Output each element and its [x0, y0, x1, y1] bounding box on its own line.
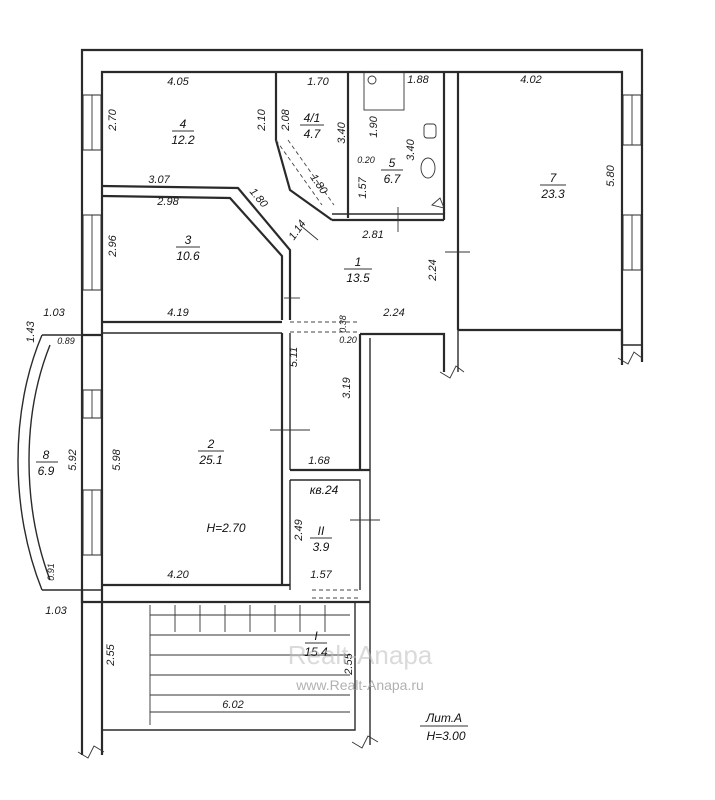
building-height-label: H=3.00	[426, 729, 465, 743]
dim-4-20: 4.20	[167, 569, 189, 581]
dim-1-68: 1.68	[308, 455, 330, 467]
walls	[17, 48, 644, 759]
room-area: 10.6	[176, 249, 200, 263]
room-area: 15.4	[304, 645, 328, 659]
room-area: 25.1	[198, 453, 222, 467]
room-4: 4 12.2	[171, 117, 195, 147]
dim-1-03-a: 1.03	[43, 307, 65, 319]
dim-0-20-a: 0.20	[357, 155, 375, 165]
dim-2-96: 2.96	[107, 234, 119, 257]
building-label: Лит.А	[425, 711, 462, 725]
dim-5-98: 5.98	[111, 448, 123, 470]
watermark-url: www.Realt-Anapa.ru	[295, 677, 424, 693]
dim-2-24-a: 2.24	[427, 259, 439, 281]
room-number: 1	[355, 255, 362, 269]
room-number: II	[318, 524, 325, 538]
dim-1-57-b: 1.57	[310, 569, 332, 581]
dim-3-40-b: 3.40	[405, 138, 417, 160]
room-1: 1 13.5	[344, 255, 372, 285]
room-II: II 3.9	[310, 524, 332, 554]
dim-0-89: 0.89	[57, 336, 75, 346]
dim-4-02: 4.02	[520, 74, 541, 86]
dim-1-03-b: 1.03	[45, 605, 67, 617]
room-area: 13.5	[346, 271, 370, 285]
dim-3-19: 3.19	[341, 377, 353, 398]
dim-1-57-a: 1.57	[357, 176, 369, 198]
dim-3-40-a: 3.40	[336, 121, 348, 143]
room-I: I 15.4	[304, 629, 328, 659]
dim-3-07: 3.07	[148, 174, 170, 186]
dim-1-88: 1.88	[407, 74, 429, 86]
room-area: 3.9	[313, 540, 330, 554]
dim-2-81: 2.81	[361, 229, 383, 241]
room-number: 3	[185, 233, 192, 247]
dim-5-92: 5.92	[67, 449, 79, 470]
room-number: 7	[550, 171, 558, 185]
dim-1-80-b: 1.80	[307, 172, 330, 197]
dim-2-49: 2.49	[293, 519, 305, 541]
dim-0-91: 0.91	[46, 563, 56, 581]
room-4-1: 4/1 4.7	[300, 111, 324, 141]
staircase	[149, 605, 350, 725]
dim-1-14: 1.14	[286, 218, 308, 242]
dim-2-70: 2.70	[107, 108, 119, 131]
dim-2-55-a: 2.55	[105, 643, 117, 666]
dim-0-20-b: 0.20	[339, 335, 357, 345]
room-number: 4	[180, 117, 187, 131]
room-7: 7 23.3	[540, 171, 566, 201]
room-number: 4/1	[304, 111, 321, 125]
apartment-label: кв.24	[310, 483, 339, 497]
dim-2-08: 2.08	[280, 108, 292, 131]
room-3: 3 10.6	[176, 233, 200, 263]
room-5: 5 6.7	[381, 156, 403, 186]
room-area: 4.7	[304, 127, 322, 141]
dim-2-98: 2.98	[156, 196, 179, 208]
dim-1-70: 1.70	[307, 76, 329, 88]
dim-2-10: 2.10	[256, 108, 268, 131]
dim-0-38: 0.38	[338, 315, 348, 333]
room-area: 12.2	[171, 133, 195, 147]
room-area: 6.7	[384, 172, 402, 186]
dim-2-24-b: 2.24	[382, 307, 404, 319]
room-number: 5	[389, 156, 396, 170]
room-area: 23.3	[540, 187, 565, 201]
dim-1-80-a: 1.80	[247, 186, 271, 211]
watermark-brand: Realt-Anapa	[288, 640, 433, 670]
ceiling-height-label: H=2.70	[206, 521, 245, 535]
dim-1-90: 1.90	[368, 115, 380, 137]
room-number: 8	[43, 448, 50, 462]
dim-1-43: 1.43	[25, 320, 37, 342]
room-8: 8 6.9	[36, 448, 58, 478]
dim-6-02: 6.02	[222, 699, 243, 711]
room-2: 2 25.1	[198, 437, 224, 467]
room-number: I	[314, 629, 318, 643]
dim-4-05: 4.05	[167, 76, 189, 88]
dim-5-11: 5.11	[288, 347, 300, 368]
dim-2-55-b: 2.55	[343, 652, 355, 675]
room-number: 2	[207, 437, 215, 451]
dim-4-19: 4.19	[167, 307, 188, 319]
windows	[82, 94, 642, 556]
dim-5-80: 5.80	[605, 164, 617, 186]
room-area: 6.9	[38, 464, 55, 478]
